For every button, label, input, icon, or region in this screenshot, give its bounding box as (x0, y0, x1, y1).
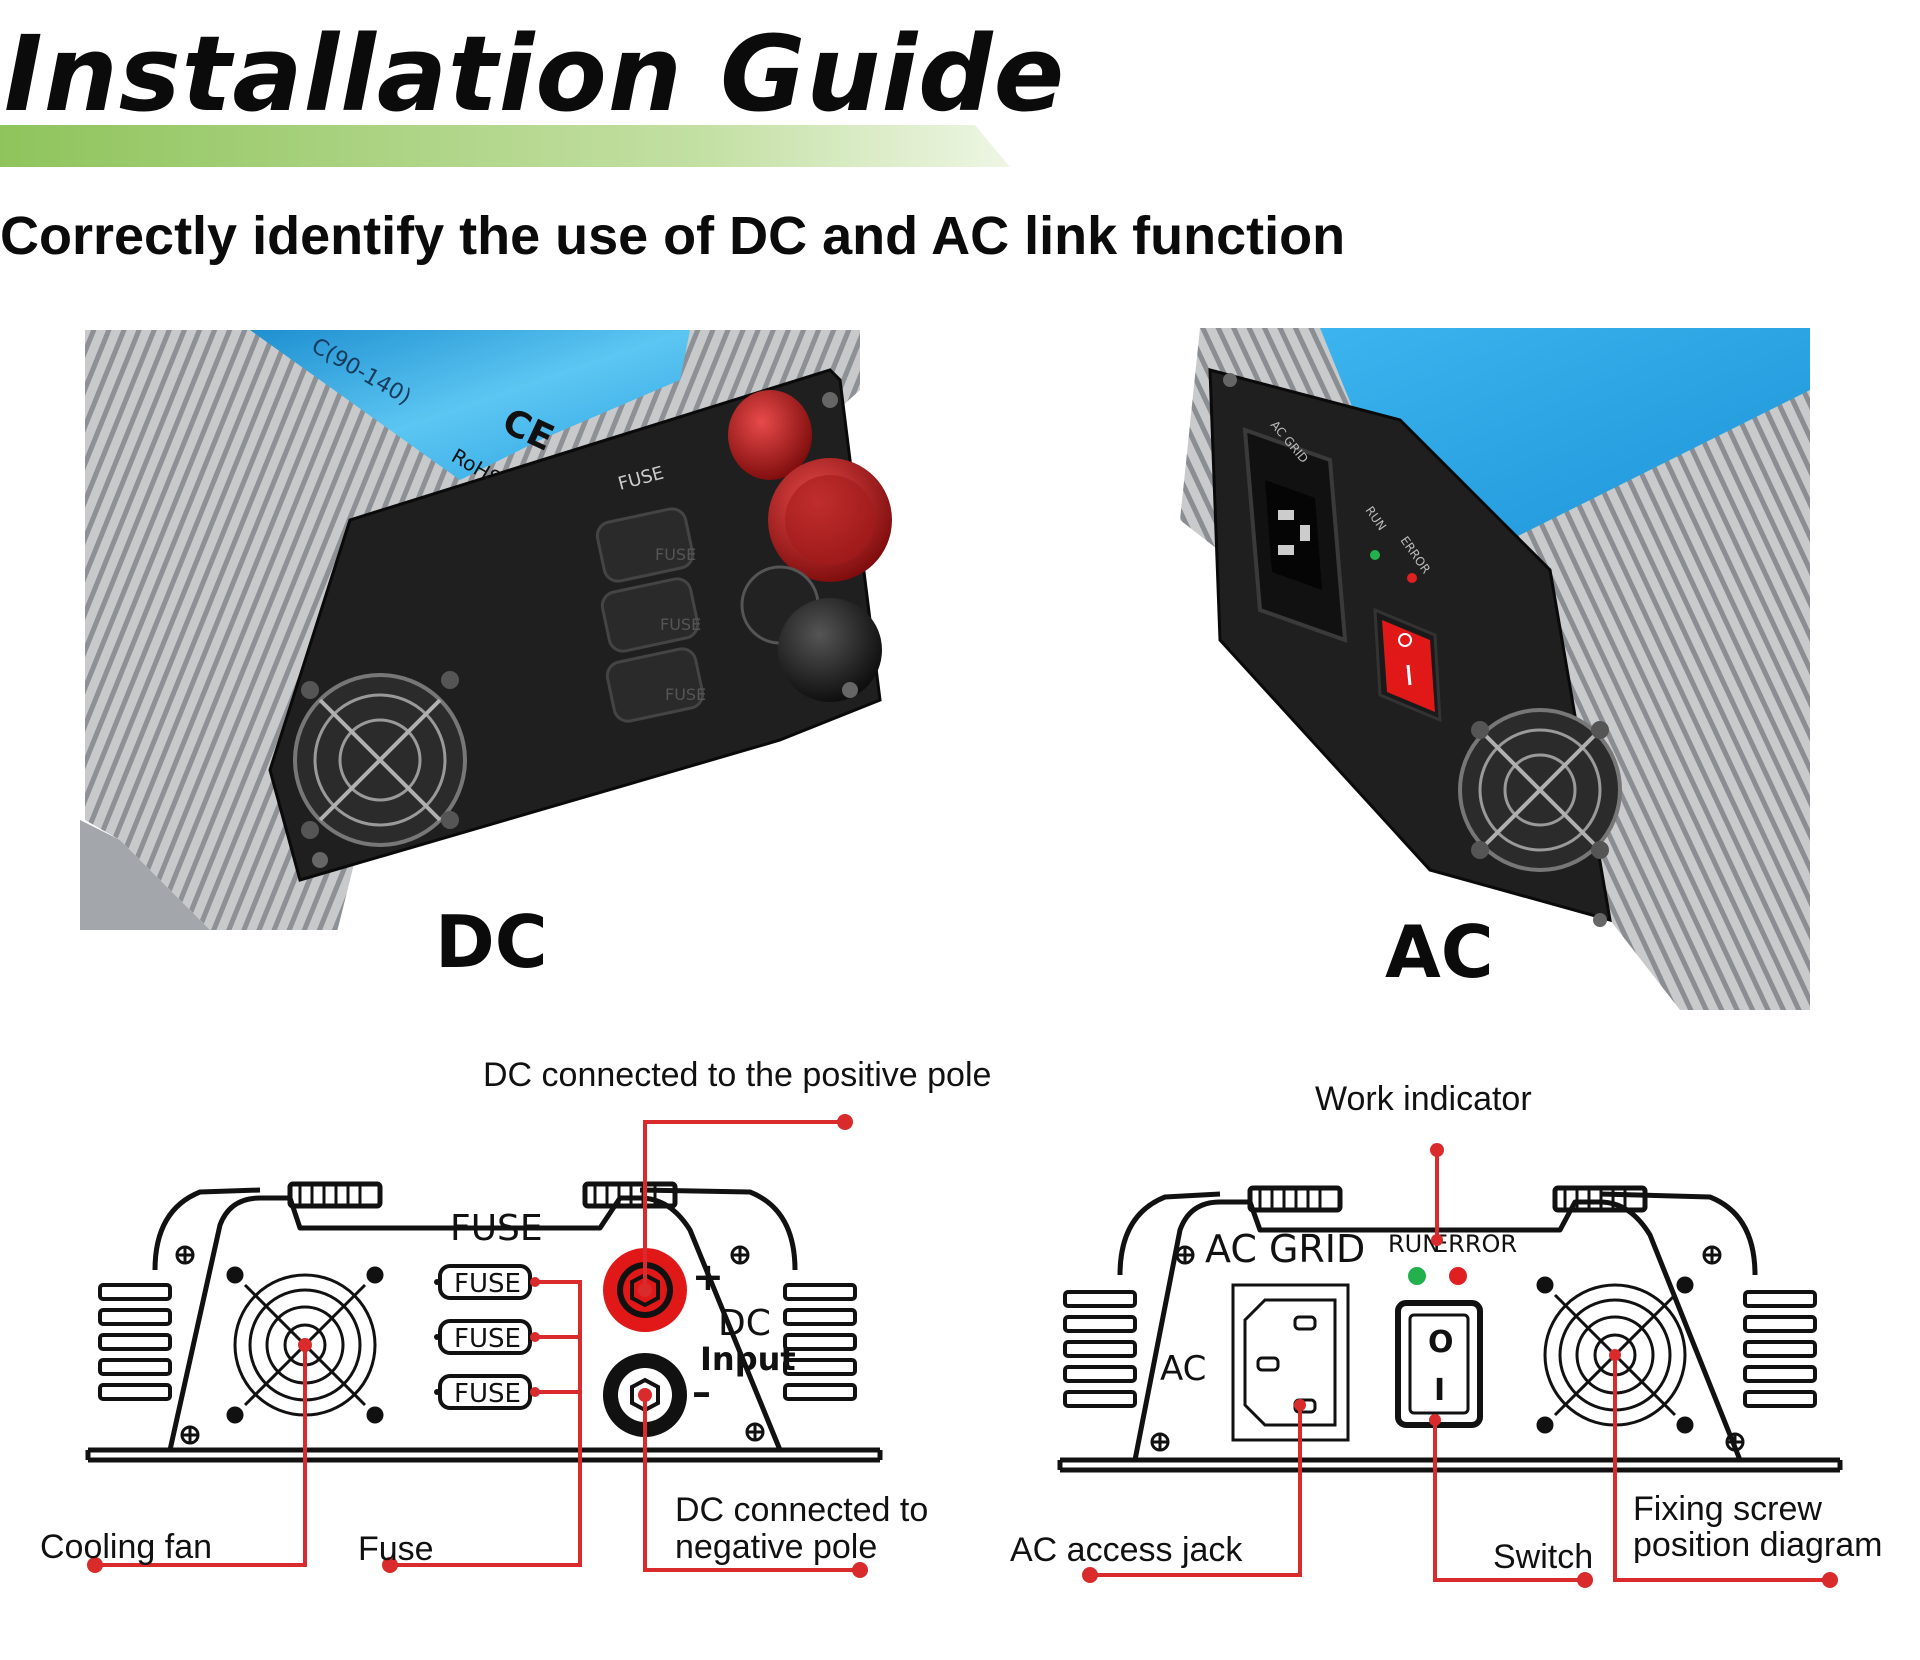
ac-photo-fan (1458, 708, 1622, 872)
ac-photo-switch (1373, 607, 1442, 723)
dc-diagram-fuse-holder-1: FUSE (454, 1269, 521, 1299)
ac-photo: AC GRID RUN ERROR (1180, 328, 1810, 1010)
dc-positive-callout-top (643, 1114, 853, 1182)
ac-diagram-run-label: RUN (1388, 1230, 1440, 1258)
dc-diagram-plus: + (692, 1255, 724, 1299)
ac-photo-label: AC (1385, 910, 1494, 994)
dc-photo-fuses: FUSE FUSE FUSE FUSE (595, 463, 706, 723)
dc-diagram-fuse-title: FUSE (450, 1208, 543, 1249)
dc-photo-positive-terminal (728, 390, 892, 582)
dc-photo: C(90-140) CE RoHS FUSE FUSE FUSE FUSE (80, 330, 892, 930)
ac-callout-switch: Switch (1493, 1538, 1594, 1576)
ac-work-indicator-callout-top (1430, 1143, 1444, 1185)
ac-diagram-error-led (1449, 1267, 1467, 1285)
ac-photo-socket: AC GRID (1242, 418, 1348, 643)
ac-diagram: AC GRID RUN ERROR AC O I (1057, 1180, 1843, 1588)
dc-diagram-dc-label: DC (718, 1303, 771, 1344)
ac-diagram-socket (1231, 1283, 1350, 1442)
ac-photo-error-led (1407, 573, 1417, 583)
ac-callout-ac-access-jack: AC access jack (1010, 1531, 1243, 1569)
ac-diagram-switch-on: I (1434, 1373, 1445, 1408)
dc-photo-fuse-cap-1: FUSE (655, 545, 696, 564)
dc-callout-negative-line1: DC connected to (675, 1491, 929, 1529)
ac-photo-run-led (1370, 550, 1380, 560)
dc-callout-negative-line2: negative pole (675, 1528, 878, 1566)
ac-callout-work-indicator: Work indicator (1315, 1080, 1532, 1118)
page-title: Installation Guide (4, 13, 1066, 135)
ac-diagram-ac-label: AC (1160, 1349, 1206, 1389)
dc-callout-lines (95, 1170, 860, 1572)
ac-diagram-run-led (1408, 1267, 1426, 1285)
dc-diagram-fuse-holder-3: FUSE (454, 1379, 521, 1409)
dc-photo-negative-terminal (740, 565, 882, 702)
dc-callout-fuse: Fuse (358, 1530, 434, 1568)
ac-callout-lines (1090, 1180, 1830, 1582)
dc-callout-positive: DC connected to the positive pole (483, 1056, 992, 1094)
ac-diagram-switch-off: O (1428, 1325, 1454, 1360)
dc-photo-fuse-cap-3: FUSE (665, 685, 706, 704)
dc-diagram-input-label: Input (700, 1340, 796, 1378)
title-underline-bar (0, 125, 1010, 167)
ac-diagram-error-label: ERROR (1433, 1230, 1517, 1258)
dc-photo-label: DC (435, 900, 548, 984)
dc-photo-fan (293, 671, 467, 847)
ac-callout-fixing-screw-line2: position diagram (1633, 1526, 1883, 1564)
ac-diagram-ac-grid-label: AC GRID (1205, 1227, 1365, 1271)
dc-diagram: FUSE FUSE FUSE FUSE + – DC Input (85, 1170, 883, 1578)
dc-photo-fuse-cap-2: FUSE (660, 615, 701, 634)
dc-diagram-minus: – (692, 1370, 711, 1414)
dc-diagram-fuse-holders: FUSE FUSE FUSE (434, 1264, 532, 1410)
page-subtitle: Correctly identify the use of DC and AC … (0, 206, 1346, 266)
dc-callout-cooling-fan: Cooling fan (40, 1528, 213, 1566)
ac-diagram-switch: O I (1395, 1300, 1483, 1428)
ac-callout-fixing-screw-line1: Fixing screw (1633, 1490, 1822, 1528)
dc-diagram-fuse-holder-2: FUSE (454, 1324, 521, 1354)
